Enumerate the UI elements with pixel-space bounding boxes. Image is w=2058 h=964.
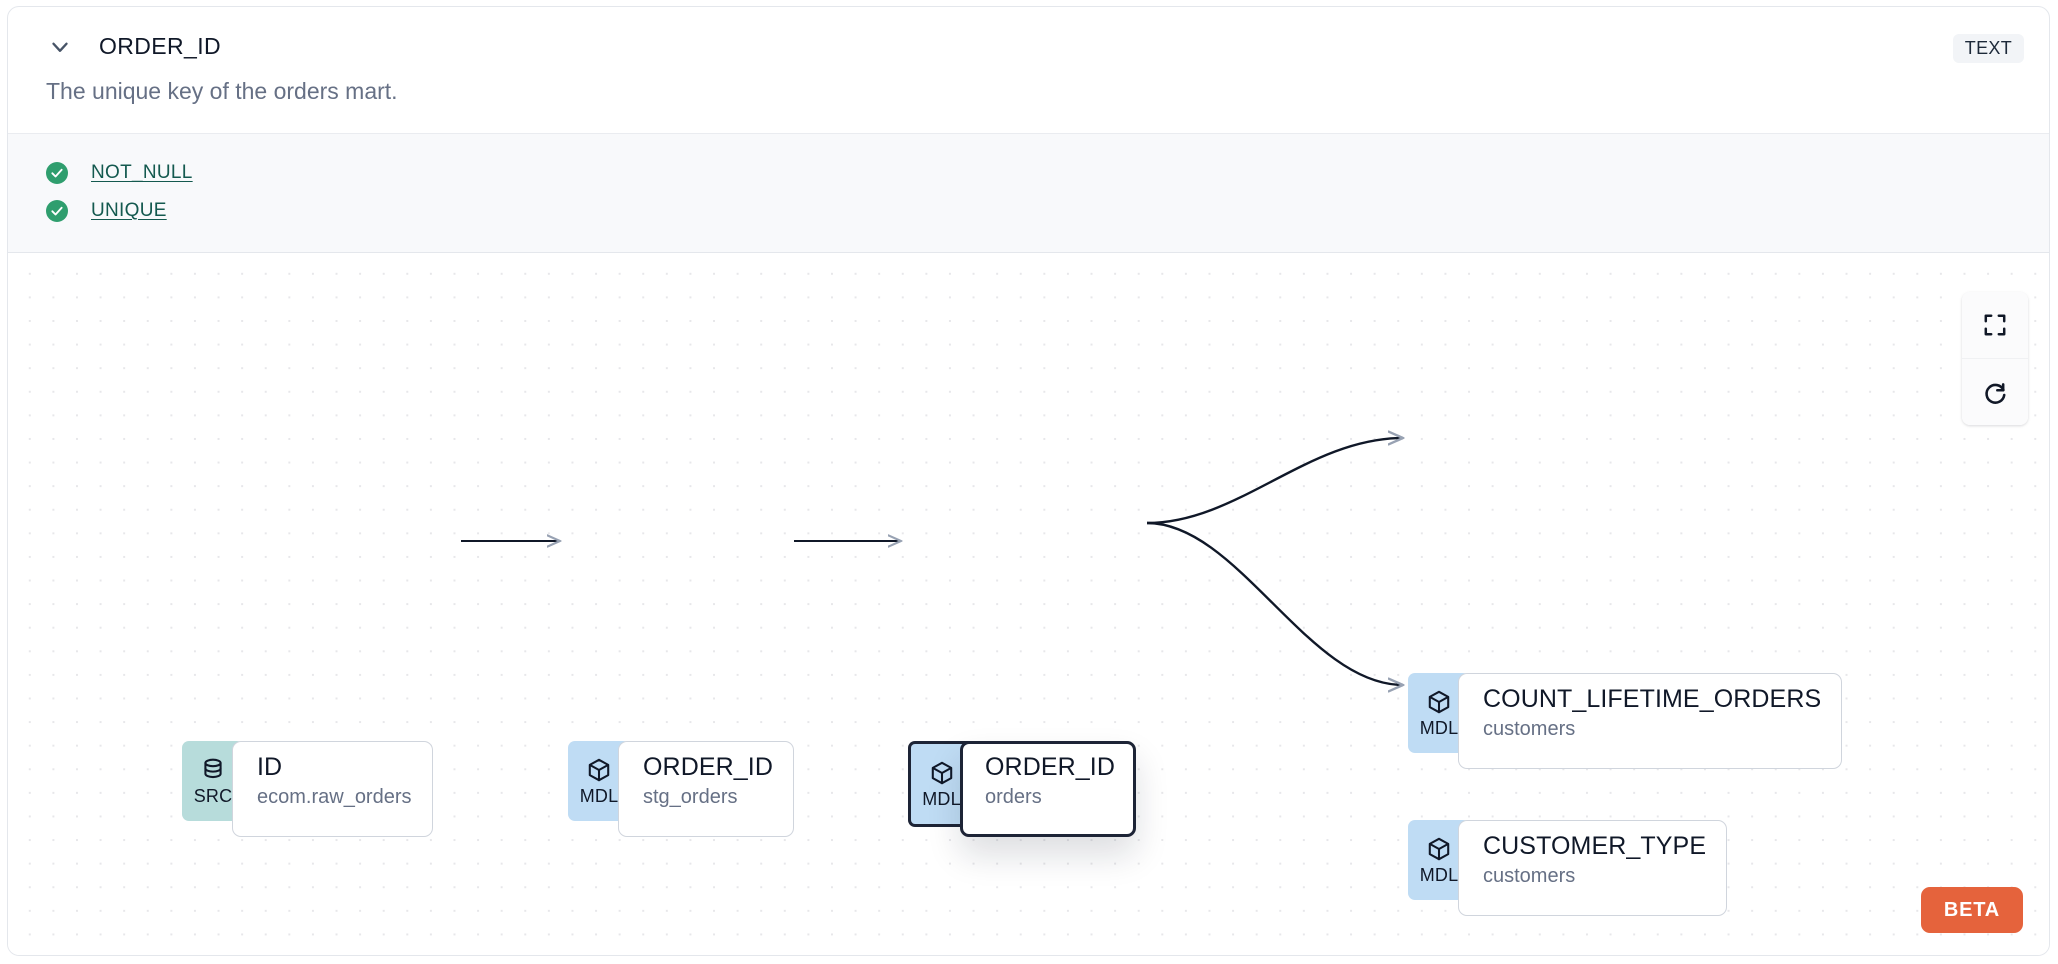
check-circle-icon xyxy=(46,162,68,184)
node-name: ID xyxy=(257,753,283,781)
lineage-node-count-lifetime-orders[interactable]: MDL COUNT_LIFETIME_ORDERS customers xyxy=(1408,673,1843,769)
node-name: CUSTOMER_TYPE xyxy=(1483,832,1707,860)
node-source: ecom.raw_orders xyxy=(257,785,412,808)
database-icon xyxy=(204,758,222,779)
badge-label: MDL xyxy=(1419,865,1459,885)
test-link-unique[interactable]: UNIQUE xyxy=(91,200,167,221)
badge-label: MDL xyxy=(922,789,961,809)
column-detail-card: ORDER_ID TEXT The unique key of the orde… xyxy=(7,6,2050,956)
node-body: CUSTOMER_TYPE customers xyxy=(1458,820,1728,916)
badge-label: SRC xyxy=(193,786,233,806)
card-header: ORDER_ID TEXT xyxy=(8,7,2049,86)
node-body: ORDER_ID stg_orders xyxy=(618,741,794,837)
test-row: NOT_NULL xyxy=(8,154,2049,192)
edge xyxy=(1146,521,1403,685)
lineage-node-customer-type[interactable]: MDL CUSTOMER_TYPE customers xyxy=(1408,820,1728,916)
test-link-not-null[interactable]: NOT_NULL xyxy=(91,162,193,183)
lineage-node-stg-orders[interactable]: MDL ORDER_ID stg_orders xyxy=(568,741,794,837)
cube-icon xyxy=(1428,837,1450,861)
node-name: ORDER_ID xyxy=(985,753,1115,781)
data-type-badge: TEXT xyxy=(1952,34,2024,63)
lineage-node-id[interactable]: SRC ID ecom.raw_orders xyxy=(182,741,433,837)
reset-button[interactable] xyxy=(1962,358,2028,425)
badge-label: MDL xyxy=(1419,718,1459,738)
cube-icon xyxy=(931,761,952,785)
beta-badge[interactable]: BETA xyxy=(1920,887,2023,933)
lineage-node-orders-selected[interactable]: MDL ORDER_ID orders xyxy=(908,741,1136,837)
node-source: orders xyxy=(985,785,1042,808)
chevron-down-icon[interactable] xyxy=(46,33,74,61)
node-body: ID ecom.raw_orders xyxy=(232,741,433,837)
node-name: ORDER_ID xyxy=(643,753,773,781)
lineage-canvas[interactable]: SRC ID ecom.raw_orders MDL xyxy=(8,253,2049,956)
cube-icon xyxy=(1428,690,1450,714)
badge-label: MDL xyxy=(579,786,619,806)
cube-icon xyxy=(588,758,610,782)
test-row: UNIQUE xyxy=(8,192,2049,230)
node-source: customers xyxy=(1483,864,1576,887)
fit-view-button[interactable] xyxy=(1962,292,2028,358)
lineage-edges xyxy=(461,253,2049,956)
node-name: COUNT_LIFETIME_ORDERS xyxy=(1483,685,1822,713)
node-source: customers xyxy=(1483,717,1576,740)
fit-view-icon xyxy=(1984,314,2006,336)
tests-section: NOT_NULL UNIQUE xyxy=(8,133,2049,253)
node-body: COUNT_LIFETIME_ORDERS customers xyxy=(1458,673,1843,769)
page-title: ORDER_ID xyxy=(99,33,222,59)
check-circle-icon xyxy=(46,200,68,222)
canvas-controls xyxy=(1962,292,2028,425)
node-body: ORDER_ID orders xyxy=(960,741,1136,837)
reset-icon xyxy=(1985,383,2006,404)
column-description: The unique key of the orders mart. xyxy=(46,78,398,104)
edge xyxy=(1146,438,1403,525)
node-source: stg_orders xyxy=(643,785,738,808)
